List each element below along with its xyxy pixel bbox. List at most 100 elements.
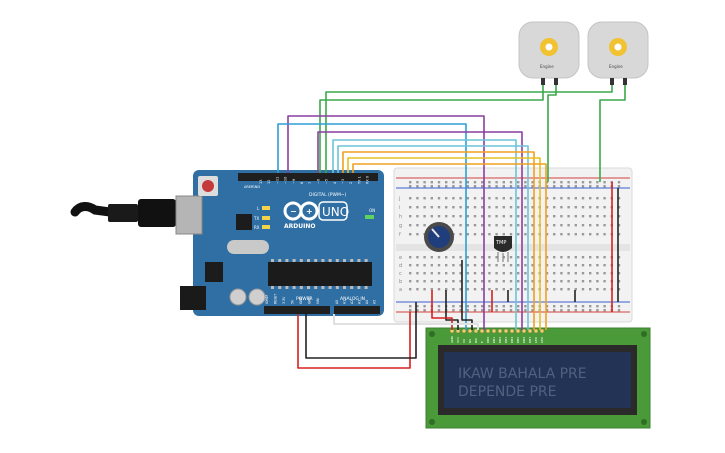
potentiometer[interactable]	[424, 222, 454, 252]
digital-pin-label: ~11	[275, 177, 279, 184]
l-label: L	[257, 206, 260, 211]
wire-motor-1-b[interactable]	[547, 85, 557, 182]
uno-badge	[318, 201, 348, 221]
crystal-oscillator	[227, 240, 269, 254]
breadboard-row-letter: a	[399, 287, 402, 293]
wire-purple-1[interactable]	[287, 115, 485, 330]
wire-orange-2[interactable]	[352, 163, 547, 330]
wires	[277, 85, 626, 369]
lcd-pin-label: GND	[450, 335, 454, 343]
aref-label: AREF	[244, 185, 253, 189]
power-pin-label: 5V	[291, 299, 295, 304]
dc-motor-2[interactable]: Engine	[587, 21, 649, 85]
motor-1-label: Engine	[540, 64, 554, 69]
digital-pin-label: 2	[349, 182, 353, 184]
digital-header	[238, 173, 378, 181]
wire-motor-2-a[interactable]	[325, 85, 613, 173]
power-header	[264, 306, 330, 314]
rx-led	[262, 225, 270, 229]
analog-header	[334, 306, 380, 314]
tmp-sensor[interactable]: TMP	[494, 236, 512, 262]
digital-pin-label: 4	[333, 181, 337, 184]
arduino-infinity-icon: − +	[283, 201, 319, 221]
analog-pin-label: A5	[373, 300, 377, 304]
digital-pin-label: ~5	[325, 179, 329, 184]
power-pin-label: 3.3V	[282, 296, 286, 304]
regulator-chip	[205, 262, 223, 282]
wire-orange-1[interactable]	[342, 151, 535, 330]
l-led	[262, 206, 270, 210]
center-channel	[396, 244, 630, 251]
power-jack	[180, 286, 206, 310]
arduino-uno-board[interactable]: L TX RX ON − + UNO ARDUINO DIGITAL (PWM~…	[175, 170, 384, 316]
tmp-label: TMP	[495, 240, 506, 246]
rx-label: RX	[254, 225, 260, 230]
dc-motor-1[interactable]: Engine	[518, 21, 580, 85]
lcd-pin-label: RS	[468, 339, 472, 343]
wire-cyan-1[interactable]	[332, 139, 517, 330]
digital-label: DIGITAL (PWM~)	[309, 192, 347, 198]
knob-indicator	[431, 228, 440, 238]
lcd-pin-label: LED	[540, 336, 544, 343]
lcd-pin-label: DB0	[486, 337, 490, 343]
breadboard-row-letter: d	[399, 263, 402, 269]
digital-pin-label: ~3	[341, 179, 345, 184]
lcd-line-1: IKAW BAHALA PRE	[458, 366, 587, 382]
digital-pin-label: 8	[300, 182, 304, 184]
wire-blue-1[interactable]	[277, 123, 467, 330]
wire-red-5v[interactable]	[297, 312, 411, 369]
lcd-pin-label: DB6	[522, 337, 526, 343]
analog-pin-label: A4	[365, 300, 369, 304]
logo-text: ARDUINO	[284, 223, 315, 230]
on-led	[365, 215, 374, 219]
lcd-pin-label: DB7	[528, 337, 532, 343]
lcd-screen	[444, 352, 631, 408]
power-pin-label: GND	[308, 296, 312, 304]
svg-text:+: +	[306, 207, 313, 216]
capacitor-2	[248, 288, 266, 306]
wire-white-analog[interactable]	[333, 314, 479, 330]
tx-led	[262, 216, 270, 220]
gnd-label: GND	[252, 185, 260, 189]
lcd-line-2: DEPENDE PRE	[458, 384, 556, 400]
wire-motor-2-b[interactable]	[599, 85, 626, 182]
lcd-pin-label: DB3	[504, 337, 508, 343]
power-pin-label: GND	[299, 296, 303, 304]
breadboard-row-letter: h	[399, 214, 402, 220]
lcd-pin-label: DB5	[516, 337, 520, 343]
power-pin-label: RESET	[274, 294, 278, 304]
digital-pin-label: ~9	[292, 179, 296, 184]
power-label: POWER	[296, 296, 313, 302]
lcd-pin-label: E	[480, 341, 484, 343]
digital-pin-label: RX 0	[366, 176, 370, 184]
analog-pin-label: A0	[335, 300, 339, 304]
lcd-pin-label: LED	[534, 336, 538, 343]
breadboard-row-letter: f	[399, 232, 401, 238]
analog-label: ANALOG IN	[340, 296, 365, 302]
wire-motor-1-a[interactable]	[319, 85, 544, 173]
lcd-pin-label: RW	[474, 338, 478, 343]
wire-yellow-1[interactable]	[347, 157, 541, 330]
digital-pin-label: TX 1	[357, 176, 361, 185]
on-label: ON	[369, 208, 375, 213]
lcd-pin-label: DB4	[510, 337, 514, 343]
usb-port	[175, 195, 203, 235]
digital-pin-label: 7	[308, 182, 312, 184]
arduino-pcb	[193, 170, 384, 316]
wire-purple-2[interactable]	[317, 131, 523, 330]
digital-pin-label: 13	[259, 180, 263, 184]
digital-pin-label: 12	[267, 180, 271, 184]
power-pin-label: IOREF	[265, 294, 269, 304]
atmega-chip	[268, 262, 372, 286]
motor-2-label: Engine	[609, 64, 623, 69]
digital-pin-label: ~10	[284, 177, 288, 184]
model-label: UNO	[322, 205, 349, 219]
breadboard-row-letter: e	[399, 255, 402, 261]
breadboard-row-letter: j	[398, 196, 400, 202]
wire-cyan-2[interactable]	[337, 145, 529, 330]
capacitor-1	[229, 288, 247, 306]
lcd-pin-label: VCC	[456, 337, 460, 343]
wire-black-gnd[interactable]	[305, 302, 417, 359]
